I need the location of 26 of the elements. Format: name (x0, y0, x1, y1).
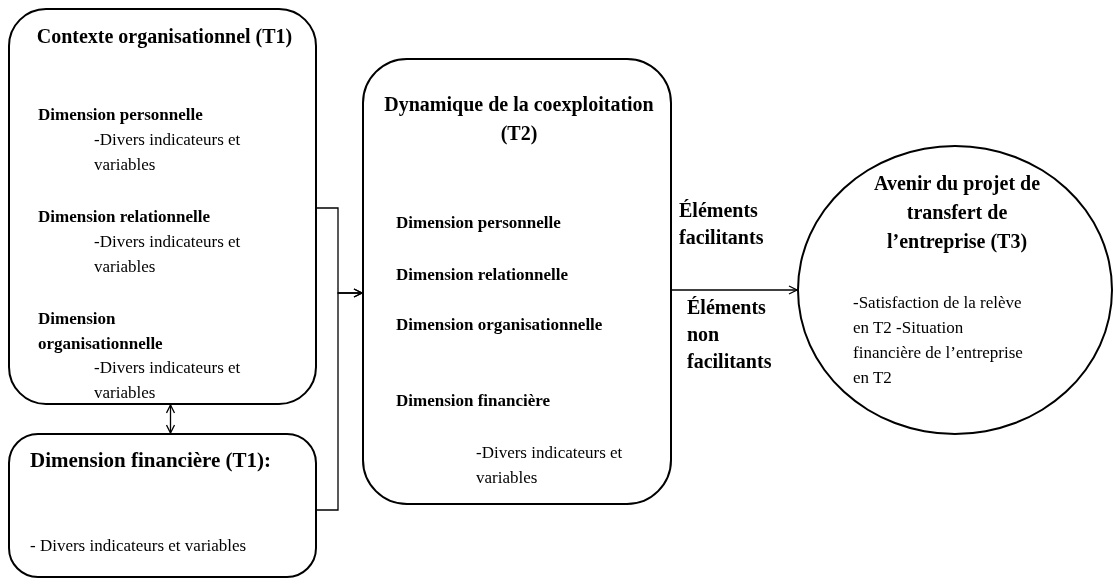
dimension-heading: Dimension personnelle (396, 212, 562, 234)
outcome-ellipse (797, 145, 1113, 435)
box-heading: Dynamique de la coexploitation (T2) (383, 92, 655, 147)
dimension-heading: Dimension financière (396, 390, 552, 412)
box-heading: Dimension financière (T1): (30, 447, 273, 474)
rounded-box (8, 8, 317, 405)
indicator-text: -Divers indicateurs et variables (94, 231, 242, 278)
dimension-heading: Dimension organisationnelle (396, 314, 604, 336)
indicator-text: -Divers indicateurs et variables (476, 442, 624, 489)
ellipse-heading: Avenir du projet de transfert de l’entreprise (T3) (872, 171, 1042, 255)
arrow (671, 285, 798, 295)
box-heading: Contexte organisationnel (T1) (35, 24, 294, 50)
flow-label: Éléments non facilitants (687, 295, 773, 374)
double-arrow (165, 404, 176, 434)
outcome-text: -Satisfaction de la relève en T2 -Situation financière de l’entreprise en T2 (853, 292, 1024, 389)
arrow (316, 288, 363, 511)
flow-label: Éléments facilitants (679, 198, 765, 250)
indicator-text: - Divers indicateurs et variables (30, 535, 248, 557)
indicator-text: -Divers indicateurs et variables (94, 357, 242, 404)
rounded-box (8, 433, 317, 578)
dimension-heading: Dimension relationnelle (38, 206, 212, 228)
indicator-text: -Divers indicateurs et variables (94, 129, 242, 176)
dimension-heading: Dimension relationnelle (396, 264, 570, 286)
dimension-heading: Dimension personnelle (38, 104, 204, 126)
rounded-box (362, 58, 672, 505)
dimension-heading: Dimension organisationnelle (38, 308, 164, 355)
